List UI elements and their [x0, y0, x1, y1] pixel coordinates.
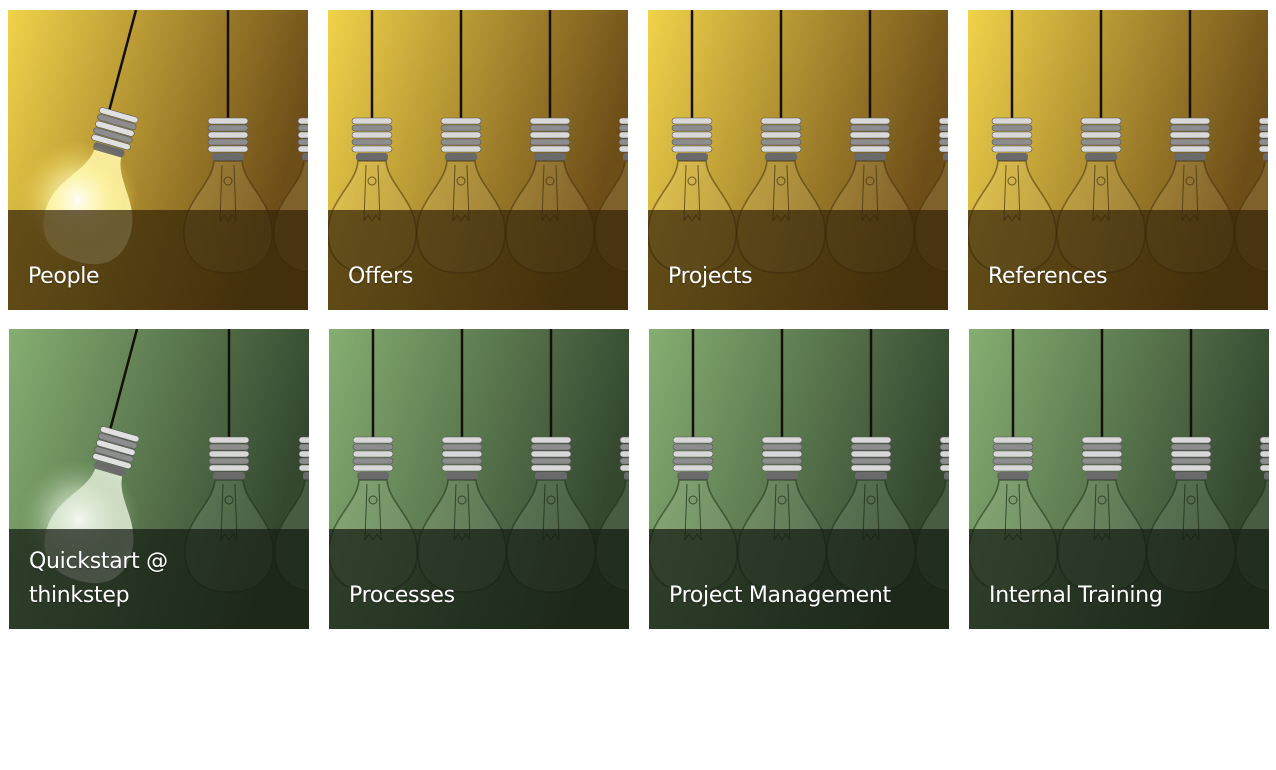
- tile-people[interactable]: People: [8, 10, 308, 310]
- tile-label: Internal Training: [989, 583, 1163, 608]
- tile-caption: Project Management: [649, 529, 949, 629]
- tile-caption: Quickstart @ thinkstep: [9, 529, 309, 629]
- tile-caption: Internal Training: [969, 529, 1269, 629]
- tile-label: References: [988, 264, 1108, 289]
- tile-internal-training[interactable]: Internal Training: [969, 329, 1269, 629]
- tile-label: Processes: [349, 583, 455, 608]
- tile-row-2: Quickstart @ thinkstep Processes Project…: [9, 329, 1271, 629]
- tile-row-1: People Offers Projects References: [8, 10, 1270, 310]
- tile-label: Offers: [348, 264, 414, 289]
- tile-references[interactable]: References: [968, 10, 1268, 310]
- tile-project-management[interactable]: Project Management: [649, 329, 949, 629]
- tile-projects[interactable]: Projects: [648, 10, 948, 310]
- tile-processes[interactable]: Processes: [329, 329, 629, 629]
- tile-label: Quickstart @ thinkstep: [29, 549, 168, 608]
- tile-caption: Offers: [328, 210, 628, 310]
- tile-offers[interactable]: Offers: [328, 10, 628, 310]
- tile-label: People: [28, 264, 100, 289]
- tile-caption: Processes: [329, 529, 629, 629]
- tile-label: Project Management: [669, 583, 891, 608]
- tile-caption: Projects: [648, 210, 948, 310]
- tile-caption: References: [968, 210, 1268, 310]
- tile-quickstart[interactable]: Quickstart @ thinkstep: [9, 329, 309, 629]
- tile-caption: People: [8, 210, 308, 310]
- tile-label: Projects: [668, 264, 753, 289]
